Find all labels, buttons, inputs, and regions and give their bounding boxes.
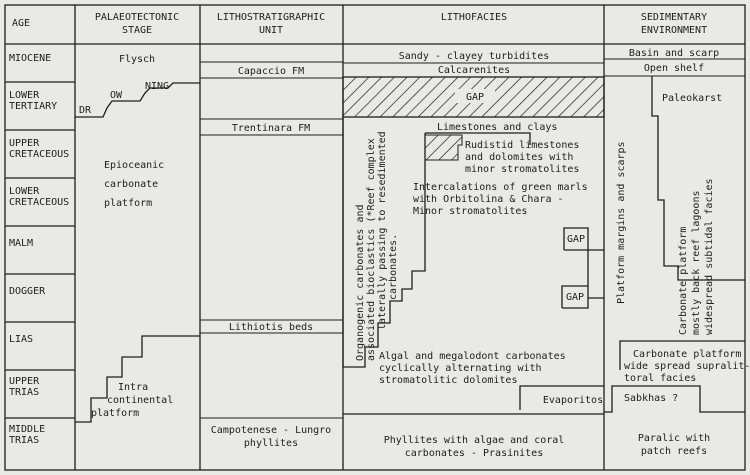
facies-algal-2: cyclically alternating with: [379, 363, 542, 374]
env-basin-scarp: Basin and scarp: [629, 48, 719, 59]
facies-phyllites-1: Phyllites with algae and coral: [384, 435, 565, 446]
unit-trentinara: Trentinara FM: [232, 123, 310, 134]
env-paralic-2: patch reefs: [641, 446, 707, 457]
facies-algal-3: stromatolitic dolomites: [379, 375, 517, 386]
age-upper-cretaceous-2: CRETACEOUS: [9, 149, 69, 160]
age-middle-trias-1: MIDDLE: [9, 424, 45, 435]
stage-intra-1: Intra: [118, 382, 148, 393]
facies-rudistid-2: and dolomites with: [465, 152, 573, 163]
age-lower-cretaceous-2: CRETACEOUS: [9, 197, 69, 208]
env-lagoons-1: Carbonate platform: [678, 227, 689, 335]
facies-gap-malm: GAP: [567, 234, 585, 245]
gap-steps-line: [561, 227, 604, 309]
age-upper-cretaceous-1: UPPER: [9, 138, 40, 149]
facies-intercalations-1: Intercalations of green marls: [413, 182, 588, 193]
stage-dr: DR: [79, 105, 92, 116]
age-lower-tertiary-2: TERTIARY: [9, 101, 57, 112]
facies-reef-2: associated bioclastics (*Reef complex: [366, 138, 377, 361]
stage-ow: OW: [110, 90, 123, 101]
environment-column: Basin and scarp Open shelf Paleokarst Pl…: [604, 48, 750, 457]
env-margins: Platform margins and scarps: [616, 141, 627, 304]
stage-column: Flysch DR OW NING Epioceanic carbonate p…: [75, 54, 200, 423]
stage-epioceanic-2: carbonate: [104, 179, 158, 190]
stage-tertiary-step-line: [75, 82, 200, 118]
unit-capaccio: Capaccio FM: [238, 66, 304, 77]
column-headers: AGE PALAEOTECTONIC STAGE LITHOSTRATIGRAP…: [12, 12, 707, 36]
env-platform-2: wide spread supralit-: [624, 361, 750, 372]
env-platform-3: toral facies: [624, 373, 696, 384]
facies-staircase-line: [342, 117, 426, 368]
env-staircase-line: [619, 76, 745, 370]
age-upper-trias-2: TRIAS: [9, 387, 39, 398]
stage-intra-2: continental: [107, 395, 173, 406]
evaporites-box: [343, 385, 604, 415]
env-paleokarst: Paleokarst: [662, 93, 722, 104]
facies-phyllites-2: carbonates - Prasinites: [405, 448, 543, 459]
facies-rudistid-1: Rudistid limestones: [465, 140, 579, 151]
age-lower-tertiary-1: LOWER: [9, 90, 40, 101]
facies-reef-1: Organogenic carbonates and: [355, 204, 366, 361]
facies-intercalations-2: with Orbitolina & Chara -: [413, 194, 564, 205]
env-lagoons-2: mostly back reef lagoons: [691, 191, 702, 336]
unit-campotenese-1: Campotenese - Lungro: [211, 425, 331, 436]
env-sabkhas: Sabkhas ?: [624, 393, 678, 404]
rudistid-hatch: [424, 134, 463, 161]
unit-column: Capaccio FM Trentinara FM Lithiotis beds…: [200, 61, 343, 449]
facies-reef-3: laterally passing to resedimented: [377, 131, 388, 330]
unit-campotenese-2: phyllites: [244, 438, 298, 449]
stage-flysch: Flysch: [119, 54, 155, 65]
age-upper-trias-1: UPPER: [9, 376, 40, 387]
stage-epioceanic-1: Epioceanic: [104, 160, 164, 171]
facies-evaporites: Evaporitos: [543, 395, 603, 406]
age-dogger: DOGGER: [9, 286, 46, 297]
gap-label-bg: [455, 89, 495, 103]
header-unit-line1: LITHOSTRATIGRAPHIC: [217, 12, 325, 23]
facies-limestones-clays: Limestones and clays: [437, 122, 557, 133]
facies-rudistid-3: minor stromatolites: [465, 164, 579, 175]
env-platform-1: Carbonate platform: [633, 349, 741, 360]
facies-algal-1: Algal and megalodont carbonates: [379, 351, 566, 362]
reef-complex-text: Organogenic carbonates and associated bi…: [355, 131, 399, 361]
env-paralic-1: Paralic with: [638, 433, 710, 444]
header-stage-line1: PALAEOTECTONIC: [95, 12, 179, 23]
facies-gap-tertiary: GAP: [466, 92, 484, 103]
lithofacies-column: Sandy - clayey turbidites Calcarenites G…: [342, 51, 605, 459]
env-open-shelf: Open shelf: [644, 63, 704, 74]
header-environment-line2: ENVIRONMENT: [641, 25, 707, 36]
header-lithofacies: LITHOFACIES: [441, 12, 507, 23]
stage-epioceanic-3: platform: [104, 198, 152, 209]
age-column: MIOCENE LOWER TERTIARY UPPER CRETACEOUS …: [9, 53, 69, 446]
facies-gap-dogger: GAP: [566, 292, 584, 303]
sabkhas-box: [604, 385, 745, 413]
facies-intercalations-3: Minor stromatolites: [413, 206, 527, 217]
header-environment-line1: SEDIMENTARY: [641, 12, 707, 23]
facies-reef-4: carbonates.: [388, 234, 399, 300]
unit-lithiotis: Lithiotis beds: [229, 322, 313, 333]
age-middle-trias-2: TRIAS: [9, 435, 39, 446]
stage-trias-step-line: [75, 335, 200, 423]
facies-calcarenites: Calcarenites: [438, 65, 510, 76]
stage-ning: NING: [145, 81, 169, 92]
age-malm: MALM: [9, 238, 33, 249]
age-lias: LIAS: [9, 334, 33, 345]
env-lagoons-3: widespread subtidal facies: [704, 178, 715, 335]
header-age: AGE: [12, 18, 30, 29]
facies-sandy-turbidites: Sandy - clayey turbidites: [399, 51, 550, 62]
stage-intra-3: platform: [91, 408, 139, 419]
header-stage-line2: STAGE: [122, 25, 152, 36]
age-lower-cretaceous-1: LOWER: [9, 186, 40, 197]
age-miocene: MIOCENE: [9, 53, 51, 64]
header-unit-line2: UNIT: [259, 25, 283, 36]
